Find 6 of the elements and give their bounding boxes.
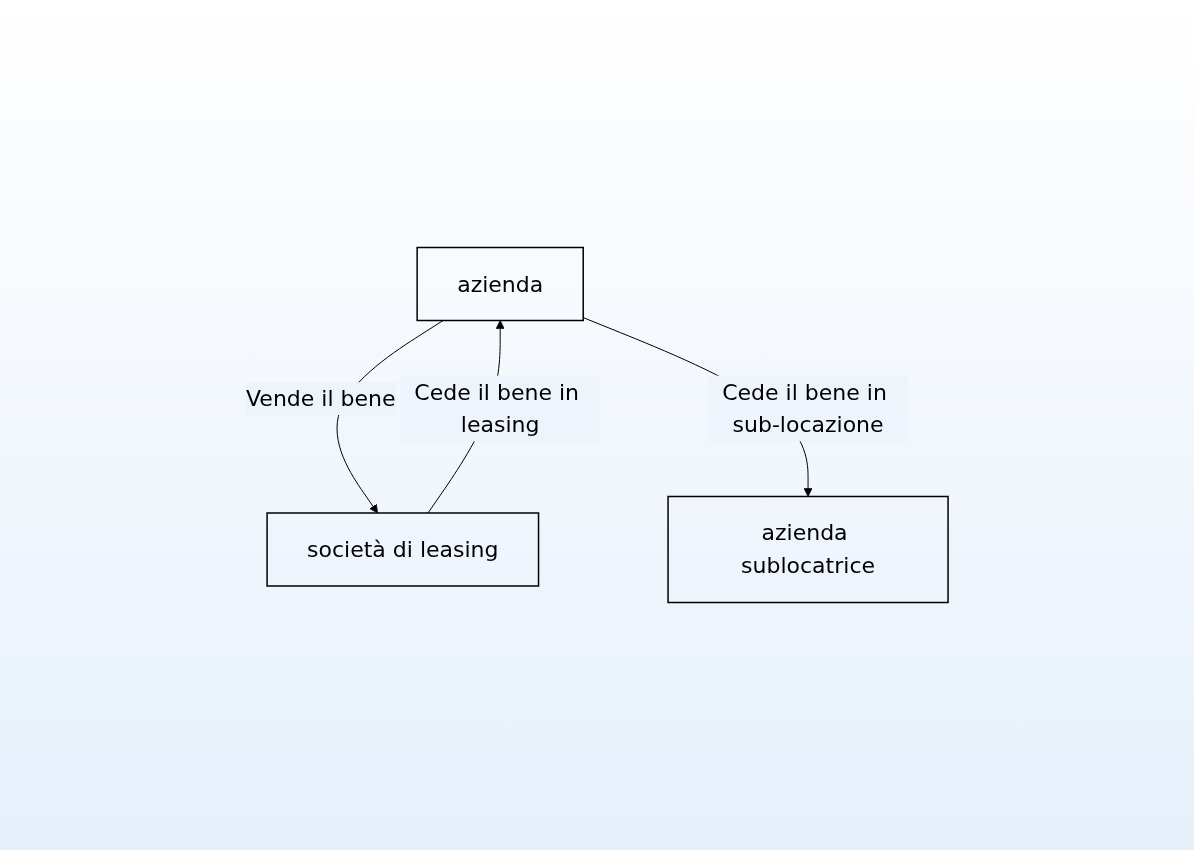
node-box: azienda sublocatrice [667,495,949,604]
edge-label: Cede il bene in leasing [414,379,579,438]
node-box: società di leasing [266,512,540,587]
edge-label: Vende il bene [245,386,396,412]
node-box: azienda [416,246,584,322]
edge-label: Cede il bene in sub-locazione [722,379,887,438]
